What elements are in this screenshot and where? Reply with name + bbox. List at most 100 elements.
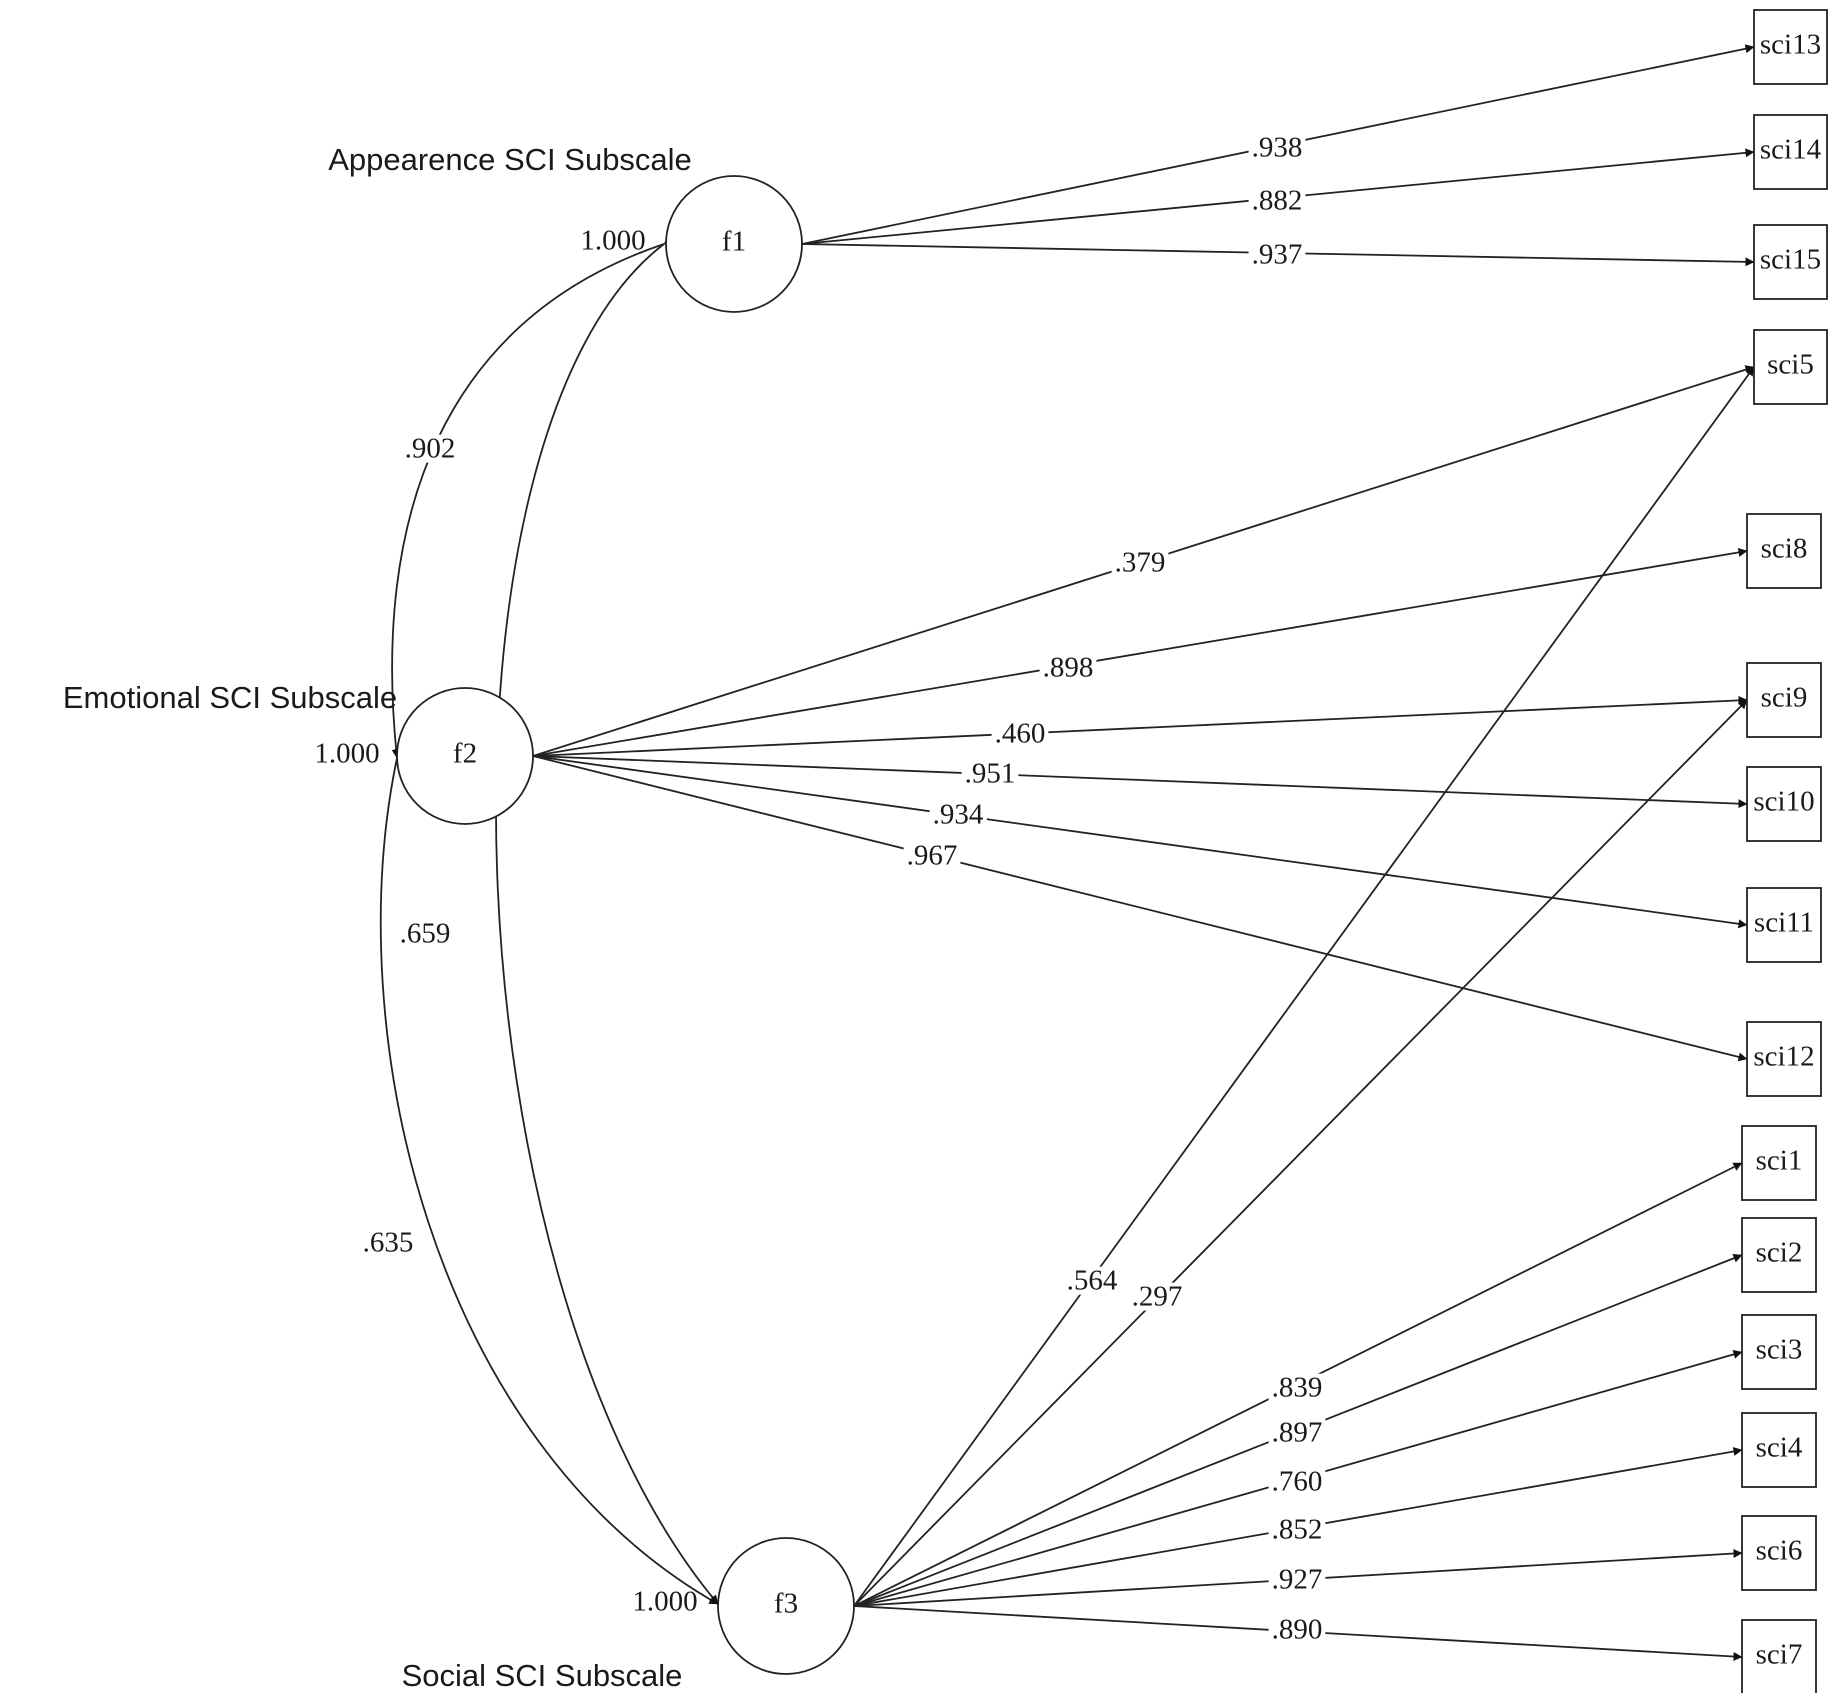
- indicator-box-sci10: [1746, 766, 1822, 842]
- loading-arrow-f2-sci11: [532, 755, 1748, 929]
- indicator-box-sci4: [1741, 1412, 1817, 1488]
- svg-text:.659: .659: [400, 918, 451, 950]
- indicator-sci4: sci4: [1741, 1412, 1817, 1488]
- indicator-box-sci1: [1741, 1125, 1817, 1201]
- indicator-label-sci8: sci8: [1761, 533, 1808, 565]
- correlation-curve-f2-f3: [495, 235, 719, 1605]
- edge-layer: [379, 44, 1755, 1662]
- indicator-box-sci12: [1746, 1021, 1822, 1097]
- indicator-label-sci10: sci10: [1753, 786, 1814, 818]
- indicator-sci14: sci14: [1753, 114, 1828, 190]
- indicator-sci10: sci10: [1746, 766, 1822, 842]
- factor-f2: f2: [396, 687, 534, 825]
- indicator-sci1: sci1: [1741, 1125, 1817, 1201]
- svg-text:.938: .938: [1252, 132, 1303, 164]
- indicator-sci15: sci15: [1753, 224, 1828, 300]
- svg-text:.898: .898: [1043, 652, 1094, 684]
- correlation-value-f2-f3: .659: [396, 918, 454, 950]
- svg-text:.379: .379: [1115, 547, 1166, 579]
- loading-arrow-f2-sci12: [532, 755, 1748, 1062]
- loading-value-f3-sci3: .760: [1268, 1466, 1326, 1498]
- correlation-value-f1-f3: .635: [359, 1227, 417, 1259]
- loading-arrow-f3-sci5: [853, 366, 1755, 1607]
- svg-text:.564: .564: [1067, 1265, 1118, 1297]
- factor-circle-f1: [665, 175, 803, 313]
- indicator-box-sci3: [1741, 1314, 1817, 1390]
- svg-text:.937: .937: [1252, 239, 1303, 271]
- indicator-sci9: sci9: [1746, 662, 1822, 738]
- indicator-sci12: sci12: [1746, 1021, 1822, 1097]
- svg-text:.760: .760: [1272, 1466, 1323, 1498]
- loading-value-f3-sci9: .297: [1128, 1281, 1186, 1313]
- loading-value-f3-sci7: .890: [1268, 1614, 1326, 1646]
- loading-value-f2-sci10: .951: [961, 758, 1019, 790]
- svg-text:.927: .927: [1272, 1564, 1323, 1596]
- svg-text:.934: .934: [933, 799, 984, 831]
- factor-f1: f1: [665, 175, 803, 313]
- indicator-label-sci11: sci11: [1754, 907, 1814, 939]
- svg-text:.852: .852: [1272, 1514, 1323, 1546]
- indicator-label-sci5: sci5: [1767, 349, 1814, 381]
- indicator-label-sci4: sci4: [1756, 1432, 1803, 1464]
- loading-value-f2-sci11: .934: [929, 799, 987, 831]
- indicator-box-sci15: [1753, 224, 1828, 300]
- indicator-sci3: sci3: [1741, 1314, 1817, 1390]
- indicator-sci11: sci11: [1746, 887, 1822, 963]
- factor-label-f2: f2: [453, 738, 477, 770]
- factor-variance-f2: 1.000: [314, 738, 379, 770]
- svg-text:.635: .635: [363, 1227, 414, 1259]
- indicator-label-sci14: sci14: [1760, 134, 1822, 166]
- loading-arrow-f3-sci9: [853, 699, 1748, 1607]
- factor-title-f3: Social SCI Subscale: [402, 1658, 683, 1693]
- indicator-label-sci9: sci9: [1761, 682, 1808, 714]
- factor-variance-f1: 1.000: [580, 225, 645, 257]
- indicator-label-sci7: sci7: [1756, 1639, 1803, 1671]
- indicator-box-sci5: [1753, 329, 1828, 405]
- loading-value-f3-sci1: .839: [1268, 1372, 1326, 1404]
- loading-value-f3-sci2: .897: [1268, 1417, 1326, 1449]
- indicator-label-sci1: sci1: [1756, 1145, 1803, 1177]
- factor-label-f1: f1: [722, 226, 746, 258]
- loading-value-f2-sci12: .967: [903, 840, 961, 872]
- indicator-label-sci12: sci12: [1753, 1041, 1814, 1073]
- indicator-box-sci9: [1746, 662, 1822, 738]
- loading-value-f1-sci15: .937: [1248, 239, 1306, 271]
- svg-text:.951: .951: [965, 758, 1016, 790]
- factor-title-f2: Emotional SCI Subscale: [63, 680, 397, 715]
- indicator-sci7: sci7: [1741, 1619, 1817, 1693]
- loading-arrow-f2-sci8: [532, 547, 1748, 757]
- svg-text:.297: .297: [1132, 1281, 1183, 1313]
- factor-f3: f3: [717, 1537, 855, 1675]
- factor-circle-f3: [717, 1537, 855, 1675]
- svg-text:.882: .882: [1252, 185, 1303, 217]
- svg-text:.967: .967: [907, 840, 958, 872]
- factor-label-f3: f3: [774, 1588, 798, 1620]
- loading-arrow-f2-sci9: [532, 695, 1748, 757]
- indicator-box-sci14: [1753, 114, 1828, 190]
- svg-text:.902: .902: [405, 433, 456, 465]
- indicator-box-sci7: [1741, 1619, 1817, 1693]
- svg-text:.897: .897: [1272, 1417, 1323, 1449]
- indicator-box-sci8: [1746, 513, 1822, 589]
- factor-circle-f2: [396, 687, 534, 825]
- indicator-sci5: sci5: [1753, 329, 1828, 405]
- svg-text:.839: .839: [1272, 1372, 1323, 1404]
- loading-value-f2-sci9: .460: [991, 718, 1049, 750]
- indicator-label-sci15: sci15: [1760, 244, 1821, 276]
- indicator-sci6: sci6: [1741, 1515, 1817, 1591]
- indicator-label-sci13: sci13: [1760, 29, 1821, 61]
- indicator-sci8: sci8: [1746, 513, 1822, 589]
- factor-title-f1: Appearence SCI Subscale: [328, 142, 692, 177]
- svg-text:.460: .460: [995, 718, 1046, 750]
- indicator-box-sci13: [1753, 9, 1828, 85]
- loading-value-f3-sci4: .852: [1268, 1514, 1326, 1546]
- loading-value-f3-sci5: .564: [1063, 1265, 1121, 1297]
- indicator-box-sci2: [1741, 1217, 1817, 1293]
- loading-value-f1-sci14: .882: [1248, 185, 1306, 217]
- loading-value-f3-sci6: .927: [1268, 1564, 1326, 1596]
- loading-value-f2-sci5: .379: [1111, 547, 1169, 579]
- svg-text:.890: .890: [1272, 1614, 1323, 1646]
- loading-arrow-f2-sci10: [532, 755, 1748, 809]
